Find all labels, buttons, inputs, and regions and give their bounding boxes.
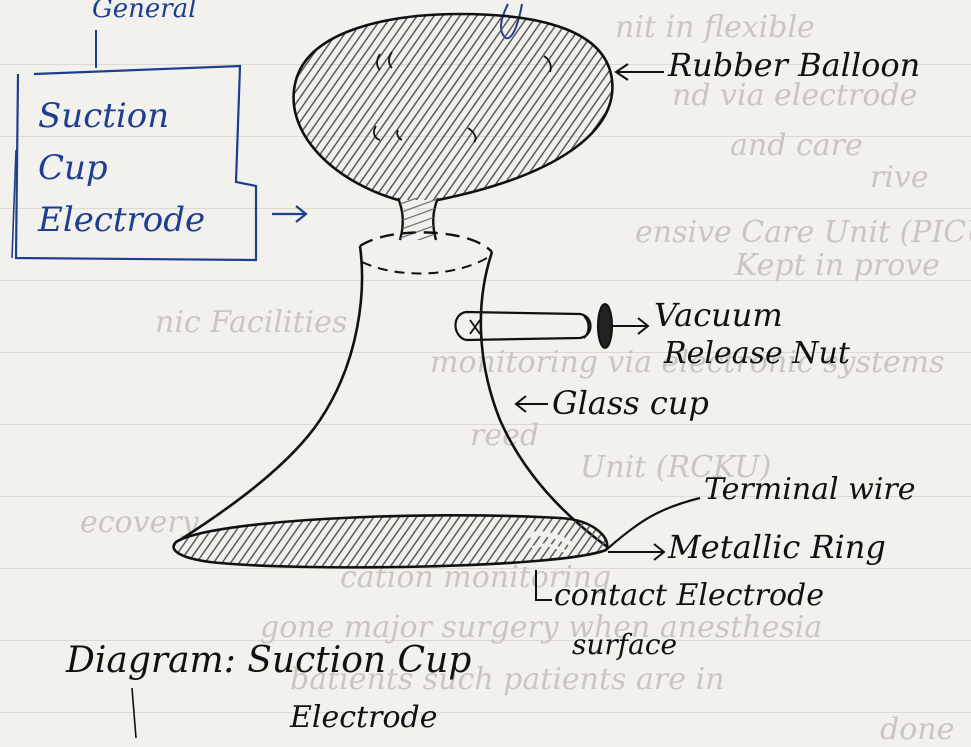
rubber-balloon-label: Rubber Balloon <box>668 46 920 84</box>
contact-electrode-label-line-2: surface <box>572 628 677 661</box>
caption-hook <box>132 688 136 738</box>
vacuum-nut-cross <box>470 320 480 334</box>
header-fragment: General <box>92 0 197 24</box>
boxed-label-line-3: Electrode <box>38 200 205 240</box>
rubber-balloon <box>294 14 613 200</box>
glass-cup-left-wall <box>180 246 362 540</box>
boxed-label-line-1: Suction <box>38 96 169 136</box>
contact-electrode-surface <box>174 515 608 567</box>
metallic-ring-arrow <box>608 544 664 560</box>
blue-arrow <box>272 206 306 222</box>
diagram-caption-line-1: Diagram: Suction Cup <box>66 640 471 681</box>
boxed-label-line-2: Cup <box>38 148 108 188</box>
contact-electrode-label-line-1: contact Electrode <box>554 578 824 613</box>
vacuum-label-line-2: Release Nut <box>664 336 850 371</box>
metallic-ring-label: Metallic Ring <box>668 528 886 566</box>
rubber-balloon-arrow <box>616 64 664 80</box>
vacuum-nut-arrow <box>612 318 648 334</box>
cup-rim-dashed <box>362 256 490 273</box>
glass-cup-label: Glass cup <box>552 384 709 422</box>
glass-cup-arrow <box>516 396 548 412</box>
contact-surface-hook <box>536 570 552 600</box>
vacuum-label-line-1: Vacuum <box>654 296 783 334</box>
vacuum-nut-cap <box>598 304 612 348</box>
terminal-wire-label: Terminal wire <box>704 472 916 507</box>
diagram-caption-line-2: Electrode <box>290 700 437 735</box>
